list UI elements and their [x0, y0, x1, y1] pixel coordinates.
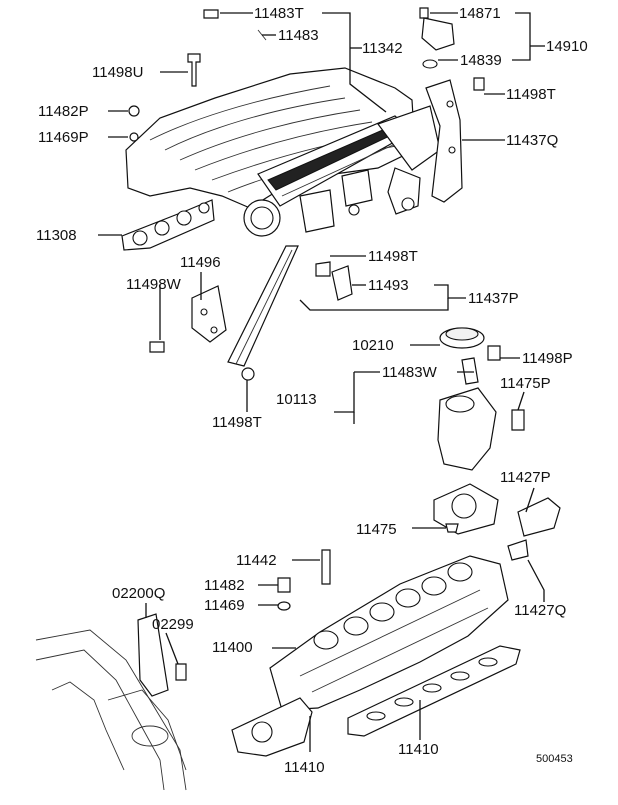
- part-label-11475: 11475: [356, 521, 397, 538]
- part-label-11427P: 11427P: [500, 469, 551, 486]
- part-label-11469: 11469: [204, 597, 245, 614]
- part-label-10210: 10210: [352, 337, 394, 354]
- part-label-11483T: 11483T: [254, 5, 304, 22]
- part-label-11498T-top: 11498T: [506, 86, 556, 103]
- part-label-11496: 11496: [180, 254, 221, 271]
- part-label-11437P: 11437P: [468, 290, 519, 307]
- part-label-14910: 14910: [546, 38, 588, 55]
- part-label-11498T-middle: 11498T: [368, 248, 418, 265]
- part-label-11482: 11482: [204, 577, 245, 594]
- part-label-11342: 11342: [362, 40, 403, 57]
- upper-intake-manifold-drawing: [125, 67, 441, 237]
- part-label-11482P: 11482P: [38, 103, 89, 120]
- upper-manifold-gasket-drawing: [121, 199, 215, 251]
- leader-lines: [98, 12, 545, 752]
- part-label-11410-left: 11410: [284, 759, 325, 776]
- part-label-14871: 14871: [459, 5, 501, 22]
- part-label-11308: 11308: [36, 227, 77, 244]
- part-label-02299: 02299: [152, 616, 194, 633]
- lower-intake-manifold-drawing: [231, 555, 509, 757]
- small-parts-top-drawing: [128, 7, 485, 203]
- part-label-10113: 10113: [276, 391, 317, 408]
- part-label-11498U: 11498U: [92, 64, 144, 81]
- part-label-11442: 11442: [236, 552, 277, 569]
- part-label-11493: 11493: [368, 277, 409, 294]
- thermostat-drawing: [433, 483, 561, 561]
- diagram-id: 500453: [536, 753, 573, 765]
- part-label-11475P: 11475P: [500, 375, 551, 392]
- part-label-11483: 11483: [278, 27, 319, 44]
- part-label-02200Q: 02200Q: [112, 585, 166, 602]
- engine-block-outline-drawing: [35, 613, 187, 791]
- part-label-11400: 11400: [212, 639, 253, 656]
- part-label-14839: 14839: [460, 52, 502, 69]
- part-label-11498T-bottom: 11498T: [212, 414, 262, 431]
- part-label-11483W: 11483W: [382, 364, 437, 381]
- part-label-11410-right: 11410: [398, 741, 439, 758]
- part-label-11498P: 11498P: [522, 350, 573, 367]
- water-outlet-drawing: [437, 327, 525, 471]
- part-label-11498W: 11498W: [126, 276, 181, 293]
- stud-and-nut-drawing: [277, 549, 331, 611]
- part-label-11437Q: 11437Q: [506, 132, 559, 149]
- part-label-11427Q: 11427Q: [514, 602, 567, 619]
- lower-gasket-drawing: [347, 645, 521, 737]
- part-label-11469P: 11469P: [38, 129, 89, 146]
